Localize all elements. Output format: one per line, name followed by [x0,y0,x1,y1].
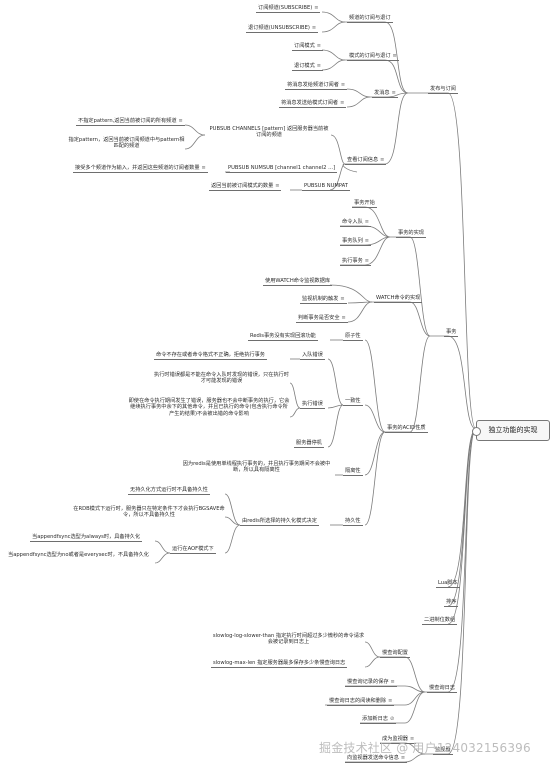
node-enqueue-err[interactable]: 入队错误 [300,352,325,361]
watermark: 掘金技术社区 @ 用户124032156396 [319,741,531,755]
link-icon: ⊘ [389,716,395,722]
note-icon: ≡ [341,315,346,321]
note-icon: ≡ [311,25,317,31]
node-tx-start[interactable]: 事务开始 [352,200,377,209]
note-icon: ≡ [201,165,206,171]
node-atomic[interactable]: 原子性 [343,333,363,342]
node-numpat-desc[interactable]: 返回当前被订阅模式的数量≡ [209,183,282,192]
section-pubsub[interactable]: 发布与订阅 [428,86,458,95]
node-durability[interactable]: 持久性 [343,518,363,527]
note-icon: ≡ [364,238,369,244]
node-channels-a[interactable]: 不指定pattern,返回当前被订阅的所有频道≡ [76,118,185,127]
node-unsubscribe[interactable]: 退订频道(UNSUBSCRIBE)≡ [246,25,319,34]
node-watch-c[interactable]: 判断事务是否安全≡ [296,315,348,324]
section-bitarray[interactable]: 二进制位数组 [422,617,458,626]
node-enqueue-err-a[interactable]: 命令不存在或者命令格式不正确，拒绝执行事务 [154,352,267,361]
node-monitor-send[interactable]: 向监视器发送命令信息≡ [345,755,408,764]
note-icon: ≡ [340,100,345,106]
note-icon: ≡ [390,679,395,685]
node-aof-b[interactable]: 当appendfsync选型为no或者是everysec时，不具备持久化 [8,552,149,558]
edge-root-monitor [447,428,477,755]
edge-root-pubsub [447,92,477,430]
node-pattern-sub[interactable]: 模式的订阅与退订≡ [347,53,399,62]
node-durability-mode[interactable]: 由redis所选择的持久化模式决定 [240,518,319,527]
note-icon: ≡ [392,53,397,59]
node-isolation-a[interactable]: 因为redis是使用单线程执行事务的，并且执行事务期间不会被中断，所以具有隔离性 [182,461,331,474]
node-aof-a[interactable]: 当appendfsync选型为always时，具备持久化 [30,534,143,543]
node-watch[interactable]: WATCH命令的实现 [374,295,423,304]
note-icon: ≡ [380,157,385,163]
node-numsub-desc[interactable]: 接受多个频道作为输入，并返回这些频道的订阅者数量≡ [73,165,208,174]
node-dur-b[interactable]: 在RDB模式下运行时，服务器只在特定条件下才会执行BGSAVE命令，所以不具备持… [73,506,225,519]
edge-root-bitarray [447,428,477,625]
note-icon: ≡ [409,736,415,742]
section-slowlog[interactable]: 慢查询日志 [427,685,457,694]
note-icon: ≡ [388,698,393,704]
node-slowlog-save[interactable]: 慢查询记录的保存≡ [345,679,397,688]
node-atomic-a[interactable]: Redis事务没有实现回滚功能 [248,333,318,342]
node-pubsub-channels[interactable]: PUBSUB CHANNELS [pattern] 返回服务器当前被订阅的频道 [209,126,329,139]
node-slowlog-add[interactable]: 添加新日志⊘ [360,716,397,725]
section-lua[interactable]: Lua脚本 [436,580,460,589]
section-monitor[interactable]: 监视器 [433,747,453,756]
note-icon: ≡ [314,5,319,11]
node-subscribe[interactable]: 订阅频道(SUBSCRIBE)≡ [256,5,321,14]
edge-root-transaction [447,335,477,430]
node-slowlog-read-del[interactable]: 慢查询日志的阅读和删除≡ [327,698,395,707]
node-server-down[interactable]: 服务器停机 [294,440,324,449]
note-icon: ≡ [340,82,346,88]
node-watch-a[interactable]: 使用WATCH命令监视数据库 [263,278,333,287]
root-title: 独立功能的实现 [488,426,538,434]
node-punsubscribe[interactable]: 退订模式≡ [292,63,323,72]
node-pubsub-numsub[interactable]: PUBSUB NUMSUB [channel1 channel2 ...] [226,165,338,174]
root-node[interactable]: 独立功能的实现 [472,420,550,441]
note-icon: ≡ [316,63,321,69]
node-slowlog-config-b[interactable]: slowlog-max-len 指定服务器最多保存多少条慢查询日志 [211,660,348,669]
node-publish[interactable]: 发消息≡ [372,90,398,99]
note-icon: ≡ [340,296,345,302]
node-dur-a[interactable]: 无持久化方式运行时不具备持久性 [128,487,210,496]
note-icon: ≡ [391,90,396,96]
collapse-toggle-icon[interactable] [472,427,481,436]
node-aof[interactable]: 运行在AOF模式下 [170,546,216,555]
note-icon: ≡ [275,183,280,189]
section-sort[interactable]: 排序 [444,599,459,608]
node-watch-b[interactable]: 监视机制的触发≡ [300,296,347,305]
node-channel-sub[interactable]: 频道的订阅与退订 [347,15,393,24]
node-consistency[interactable]: 一致性 [343,398,363,407]
node-tx-enqueue[interactable]: 命令入队≡ [340,219,371,228]
section-transaction[interactable]: 事务 [444,329,459,338]
node-acid[interactable]: 事务的ACID性质 [385,425,428,434]
node-monitor-become[interactable]: 成为监视器≡ [380,736,417,745]
node-slowlog-config[interactable]: 慢查询配置 [380,650,410,659]
node-isolation[interactable]: 隔离性 [343,468,363,477]
node-pubsub-numpat[interactable]: PUBSUB NUMPAT [302,183,350,192]
node-psubscribe[interactable]: 订阅模式≡ [292,43,323,52]
node-tx-impl[interactable]: 事务的实现 [396,230,426,239]
node-exec-err[interactable]: 执行错误 [300,401,325,410]
node-tx-exec[interactable]: 执行事务≡ [340,258,371,267]
node-channels-b[interactable]: 指定pattern，返回当前被订阅频道中与pattern相匹配的频道 [68,137,185,150]
note-icon: ≡ [316,43,321,49]
note-icon: ≡ [364,258,369,264]
node-exec-err-a[interactable]: 执行时错误都是不能在命令入队时发现的错误，只在执行时才可能发现的错误 [154,372,289,385]
node-pubsub-query[interactable]: 查看订阅信息≡ [345,157,387,166]
node-tx-queue[interactable]: 事务队列≡ [340,238,371,247]
node-exec-err-b[interactable]: 即使在命令执行期间发生了错误，服务器也不会中断事务的执行，它会继续执行事务中余下… [128,398,290,417]
node-slowlog-config-a[interactable]: slowlog-log-slower-than 指定执行时间超过多少微秒的命令请… [212,633,365,646]
note-icon: ≡ [364,219,369,225]
note-icon: ≡ [400,755,406,761]
node-publish-b[interactable]: 将消息发送给模式订阅者≡ [279,100,347,109]
note-icon: ≡ [178,118,183,124]
node-publish-a[interactable]: 将消息发给频道订阅者≡ [285,82,348,91]
